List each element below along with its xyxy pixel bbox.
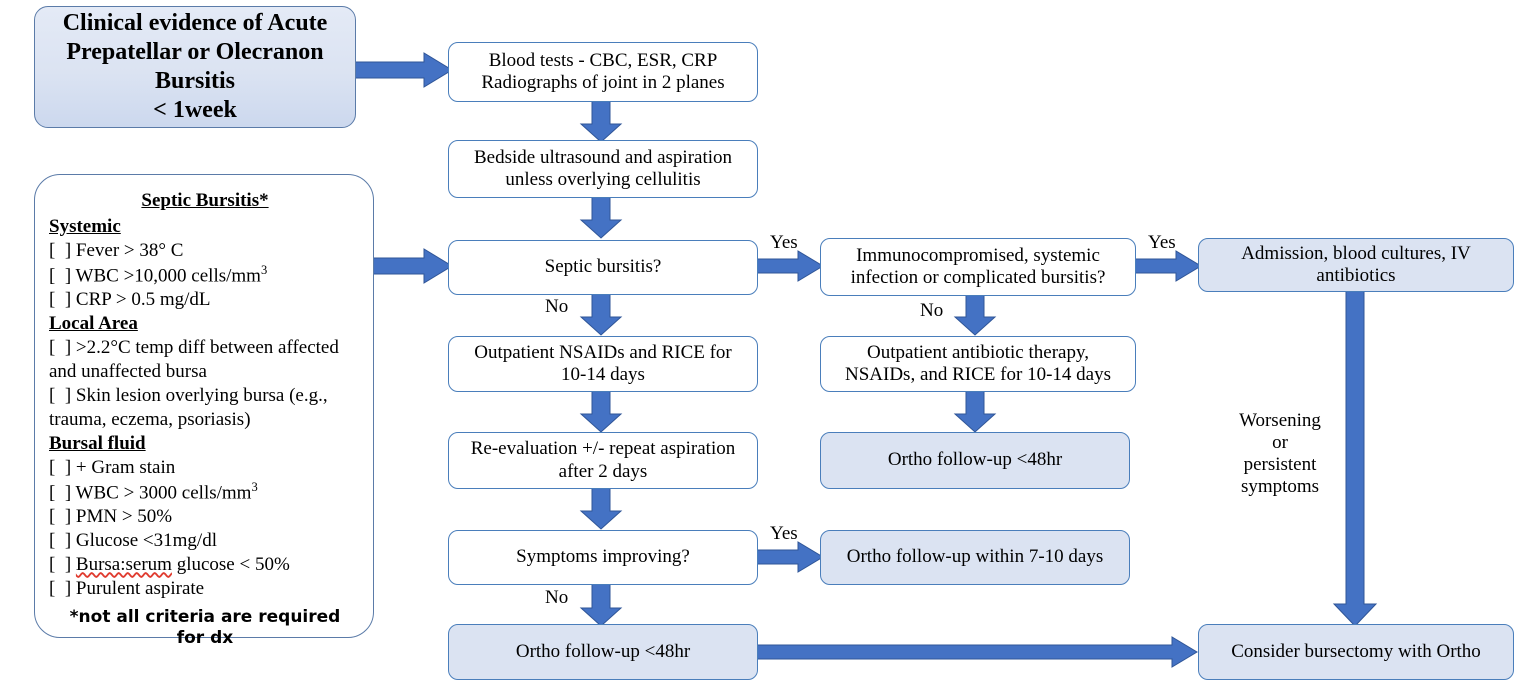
ortho-48-bottom-label: Ortho follow-up <48hr	[515, 640, 691, 662]
node-septic-bursitis-decision[interactable]: Septic bursitis?	[448, 240, 758, 295]
edge-label-worsening-symptoms: Worsening or persistent symptoms	[1232, 410, 1328, 497]
immuno-line-2: infection or complicated bursitis?	[850, 267, 1106, 288]
reevaluation-line-2: after 2 days	[558, 460, 648, 482]
edge-label-septic-no: No	[545, 296, 569, 317]
arrow-reevaluation-to-symptoms	[578, 486, 624, 531]
criteria-item-wbc-systemic: [ ] WBC >10,000 cells/mm3	[49, 262, 268, 287]
ortho-48-right-label: Ortho follow-up <48hr	[887, 449, 1063, 471]
edge-label-symptoms-yes: Yes	[770, 523, 798, 544]
nsaids-line-1: Outpatient NSAIDs and RICE for	[474, 341, 732, 363]
node-blood-tests[interactable]: Blood tests - CBC, ESR, CRP Radiographs …	[448, 42, 758, 102]
arrow-outpatient-abx-to-ortho-48hr	[952, 389, 998, 434]
node-immunocompromised-decision[interactable]: Immunocompromised, systemic infection or…	[820, 238, 1136, 296]
worsening-line-4: symptoms	[1240, 475, 1320, 497]
arrow-ultrasound-to-septic-decision	[578, 195, 624, 240]
node-reevaluation[interactable]: Re-evaluation +/- repeat aspiration afte…	[448, 432, 758, 489]
admission-line-1: Admission, blood cultures, IV	[1241, 242, 1471, 264]
arrow-blood-tests-to-ultrasound	[578, 99, 624, 144]
outpatient-abx-line-2: NSAIDs, and RICE for 10-14 days	[845, 364, 1111, 385]
criteria-heading-local-area: Local Area	[49, 313, 138, 335]
criteria-heading-bursal-fluid: Bursal fluid	[49, 432, 146, 454]
reevaluation-line-1: Re-evaluation +/- repeat aspiration	[470, 438, 736, 460]
criteria-item-glucose: [ ] Glucose <31mg/dl	[49, 529, 217, 551]
edge-label-septic-yes: Yes	[770, 232, 798, 253]
nsaids-line-2: 10-14 days	[561, 364, 645, 385]
immuno-line-1: Immunocompromised, systemic	[856, 244, 1100, 266]
symptoms-decision-label: Symptoms improving?	[516, 546, 690, 568]
node-outpatient-nsaids-rice[interactable]: Outpatient NSAIDs and RICE for 10-14 day…	[448, 336, 758, 392]
arrow-admission-to-bursectomy	[1330, 287, 1380, 628]
criteria-item-temp-diff: [ ] >2.2°C temp diff between affected an…	[49, 336, 339, 382]
arrow-symptoms-yes-to-ortho-7-10	[753, 539, 826, 575]
criteria-item-bursa-serum-glucose: [ ] Bursa:serum glucose < 50%	[49, 553, 290, 575]
septic-decision-label: Septic bursitis?	[544, 256, 662, 278]
edge-label-immuno-no: No	[920, 300, 944, 321]
node-ortho-followup-48hr-right[interactable]: Ortho follow-up <48hr	[820, 432, 1130, 489]
bursectomy-label: Consider bursectomy with Ortho	[1231, 640, 1481, 662]
node-consider-bursectomy[interactable]: Consider bursectomy with Ortho	[1198, 624, 1514, 680]
node-bedside-ultrasound[interactable]: Bedside ultrasound and aspiration unless…	[448, 140, 758, 198]
edge-label-immuno-yes: Yes	[1148, 232, 1176, 253]
worsening-line-3: persistent	[1243, 453, 1317, 475]
arrow-septic-no-to-nsaids	[578, 292, 624, 337]
node-outpatient-antibiotic-therapy[interactable]: Outpatient antibiotic therapy, NSAIDs, a…	[820, 336, 1136, 392]
arrow-ortho-48hr-to-bursectomy	[753, 634, 1200, 670]
criteria-footnote: *not all criteria are required for dx	[69, 606, 341, 648]
arrow-immuno-no-to-outpatient-abx	[952, 292, 998, 337]
blood-tests-line-2: Radiographs of joint in 2 planes	[481, 72, 725, 93]
edge-label-symptoms-no: No	[545, 587, 569, 608]
ultrasound-line-2: unless overlying cellulitis	[505, 169, 701, 190]
node-ortho-followup-48hr-bottom[interactable]: Ortho follow-up <48hr	[448, 624, 758, 680]
ultrasound-line-1: Bedside ultrasound and aspiration	[473, 146, 733, 168]
start-line-4: < 1week	[153, 96, 237, 123]
node-clinical-evidence-start[interactable]: Clinical evidence of Acute Prepatellar o…	[34, 6, 356, 128]
criteria-title: Septic Bursitis*	[141, 190, 269, 211]
start-line-3: Bursitis	[154, 68, 235, 94]
arrow-start-to-blood-tests	[351, 50, 456, 90]
ortho-7-10-label: Ortho follow-up within 7-10 days	[846, 546, 1104, 568]
node-septic-bursitis-criteria[interactable]: Septic Bursitis* Systemic [ ] Fever > 38…	[34, 174, 374, 648]
criteria-item-gram-stain: [ ] + Gram stain	[49, 456, 176, 478]
criteria-item-fever: [ ] Fever > 38° C	[49, 239, 184, 261]
criteria-item-pmn: [ ] PMN > 50%	[49, 505, 173, 527]
start-line-1: Clinical evidence of Acute	[62, 10, 328, 37]
criteria-item-crp: [ ] CRP > 0.5 mg/dL	[49, 289, 211, 311]
blood-tests-line-1: Blood tests - CBC, ESR, CRP	[488, 49, 718, 71]
arrow-nsaids-to-reevaluation	[578, 389, 624, 434]
outpatient-abx-line-1: Outpatient antibiotic therapy,	[867, 341, 1089, 363]
node-symptoms-improving-decision[interactable]: Symptoms improving?	[448, 530, 758, 585]
criteria-item-wbc-fluid: [ ] WBC > 3000 cells/mm3	[49, 479, 258, 503]
arrow-immuno-yes-to-admission	[1131, 248, 1204, 284]
arrow-symptoms-no-to-ortho-48hr	[578, 583, 624, 628]
start-line-2: Prepatellar or Olecranon	[66, 39, 324, 66]
node-admission-iv-antibiotics[interactable]: Admission, blood cultures, IV antibiotic…	[1198, 238, 1514, 292]
node-ortho-followup-7-10-days[interactable]: Ortho follow-up within 7-10 days	[820, 530, 1130, 585]
worsening-line-2: or	[1272, 431, 1288, 453]
criteria-item-skin-lesion: [ ] Skin lesion overlying bursa (e.g., t…	[49, 384, 328, 430]
criteria-heading-systemic: Systemic	[49, 215, 121, 237]
criteria-item-purulent-aspirate: [ ] Purulent aspirate	[49, 577, 205, 599]
admission-line-2: antibiotics	[1316, 265, 1396, 286]
arrow-septic-yes-to-immuno	[753, 248, 826, 284]
worsening-line-1: Worsening	[1239, 410, 1321, 431]
